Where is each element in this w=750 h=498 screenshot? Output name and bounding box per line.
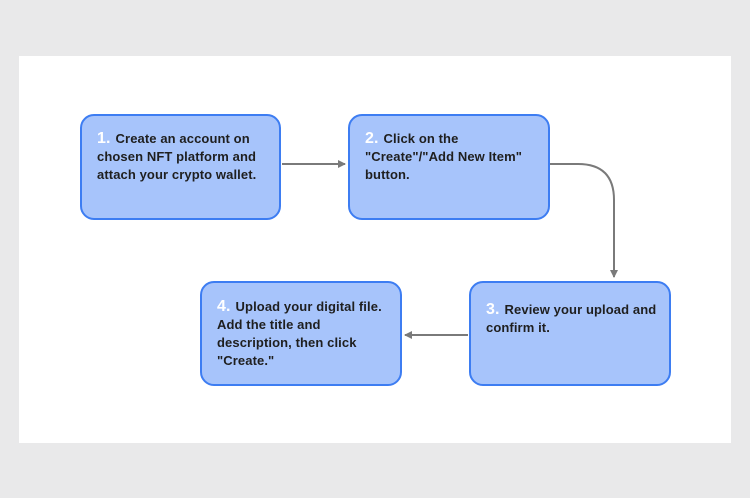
step-2-box: 2.Click on the "Create"/"Add New Item" b… [348,114,550,220]
step-number: 1. [97,130,111,147]
step-number: 3. [486,301,500,318]
step-number: 2. [365,130,379,147]
step-text: Click on the "Create"/"Add New Item" but… [365,131,522,182]
step-4-box: 4.Upload your digital file. Add the titl… [200,281,402,386]
step-text: Review your upload and confirm it. [486,302,657,335]
step-text: Upload your digital file. Add the title … [217,299,382,368]
step-1-box: 1.Create an account on chosen NFT platfo… [80,114,281,220]
step-text: Create an account on chosen NFT platform… [97,131,257,182]
step-number: 4. [217,298,231,315]
step-3-box: 3.Review your upload and confirm it. [469,281,671,386]
